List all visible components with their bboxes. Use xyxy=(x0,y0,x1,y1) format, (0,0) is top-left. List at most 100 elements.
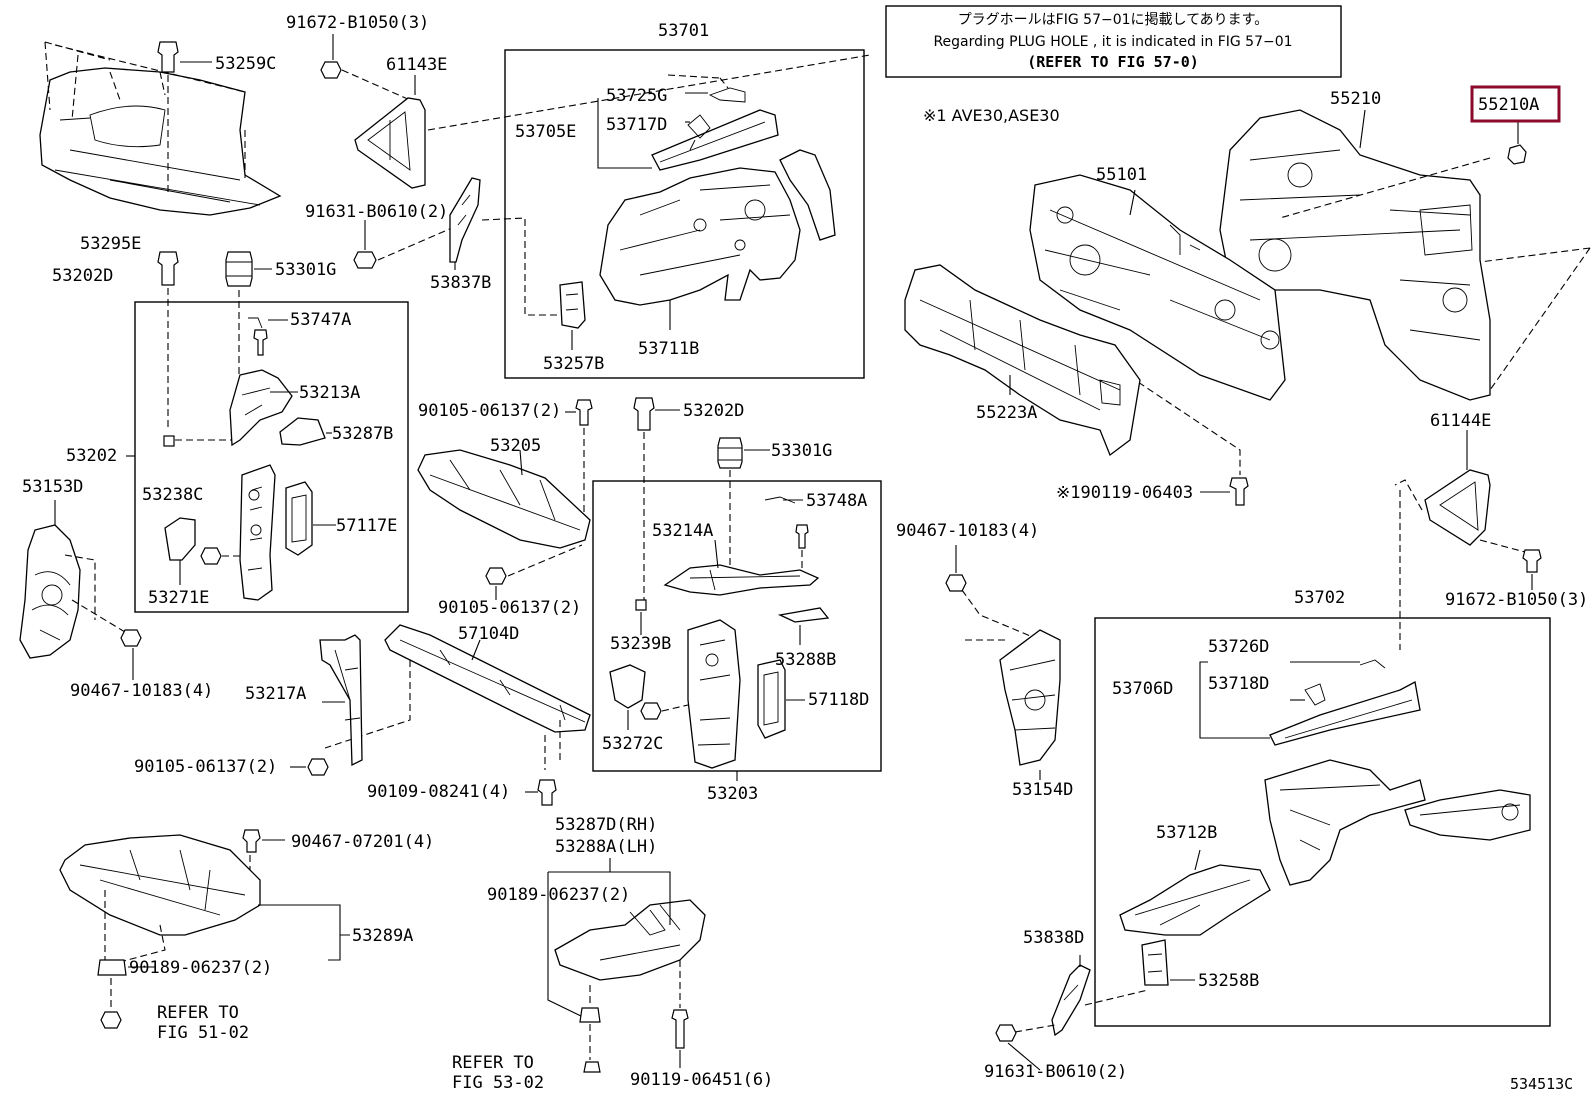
frame-53702 xyxy=(1094,617,1551,1027)
label-55210a: 55210A xyxy=(1478,95,1539,115)
label-refer-fig51-line1: REFER TO xyxy=(157,1003,239,1023)
part-53202d-bolt-left xyxy=(157,251,179,430)
label-53718d: 53718D xyxy=(1208,674,1269,694)
group-53202-parts xyxy=(126,317,336,601)
label-57104d: 57104D xyxy=(458,624,519,644)
label-91631-b0610-bottom: 91631-B0610(2) xyxy=(984,1062,1127,1082)
plug-hole-note: プラグホールはFIG 57−01に掲載してあります。 Regarding PLU… xyxy=(885,5,1342,78)
part-53301g-cushion-mid xyxy=(717,437,770,570)
label-53288b: 53288B xyxy=(775,650,836,670)
label-53748a: 53748A xyxy=(806,491,867,511)
label-90105-06137-a: 90105-06137(2) xyxy=(418,401,561,421)
label-53213a: 53213A xyxy=(299,383,360,403)
part-61143e-bracket xyxy=(320,34,871,189)
label-53747a: 53747A xyxy=(290,310,351,330)
label-53202d-left: 53202D xyxy=(52,266,113,286)
part-55223a-silencer xyxy=(904,264,1141,457)
label-53202: 53202 xyxy=(66,446,117,466)
part-53287d-duct xyxy=(547,858,706,1073)
label-91672-b1050-top: 91672-B1050(3) xyxy=(286,13,429,33)
highlight-box-55210a xyxy=(1470,85,1561,123)
label-53289a: 53289A xyxy=(352,926,413,946)
part-53217a-brace xyxy=(290,634,363,776)
part-53153d-shape xyxy=(19,500,142,680)
label-90189-06237-mid: 90189-06237(2) xyxy=(487,885,630,905)
model-note: ※1 AVE30,ASE30 xyxy=(923,106,1060,125)
label-90467-10183-left: 90467-10183(4) xyxy=(70,681,213,701)
label-61143e: 61143E xyxy=(386,55,447,75)
part-55101-insulator xyxy=(1029,174,1286,475)
labels: 91672-B1050(3) 53259C 61143E 53701 53725… xyxy=(22,13,1588,1093)
label-53706d: 53706D xyxy=(1112,679,1173,699)
part-53259c-clip xyxy=(157,41,212,192)
label-refer-fig53-line2: FIG 53-02 xyxy=(452,1073,544,1093)
label-53712b: 53712B xyxy=(1156,823,1217,843)
label-53301g-left: 53301G xyxy=(275,260,336,280)
label-53726d: 53726D xyxy=(1208,637,1269,657)
label-91672-b1050-right: 91672-B1050(3) xyxy=(1445,590,1588,610)
label-53202d-mid: 53202D xyxy=(683,401,744,421)
label-refer-fig51-line2: FIG 51-02 xyxy=(157,1023,249,1043)
label-91631-b0610-top: 91631-B0610(2) xyxy=(305,202,448,222)
part-90119-06403-bolt xyxy=(1200,477,1249,506)
figure-code: 534513C xyxy=(1510,1075,1573,1093)
label-90119-06403: ※190119-06403 xyxy=(1056,483,1193,503)
label-90119-06451: 90119-06451(6) xyxy=(630,1070,773,1090)
label-53287b: 53287B xyxy=(332,424,393,444)
label-53702: 53702 xyxy=(1294,588,1345,608)
label-55210: 55210 xyxy=(1330,89,1381,109)
group-53702-parts xyxy=(1119,659,1531,986)
label-90105-06137-c: 90105-06137(2) xyxy=(134,757,277,777)
label-90109-08241: 90109-08241(4) xyxy=(367,782,510,802)
part-53202d-bolt-mid xyxy=(633,397,680,600)
label-55223a: 55223A xyxy=(976,403,1037,423)
label-53271e: 53271E xyxy=(148,588,209,608)
group-53203-parts xyxy=(609,496,830,781)
label-53287d: 53287D(RH) xyxy=(555,815,657,835)
label-57117e: 57117E xyxy=(336,516,397,536)
label-55101: 55101 xyxy=(1096,165,1147,185)
label-53288a: 53288A(LH) xyxy=(555,837,657,857)
label-53301g-mid: 53301G xyxy=(771,441,832,461)
label-90467-10183-right: 90467-10183(4) xyxy=(896,521,1039,541)
frame-53701 xyxy=(504,49,865,379)
label-90467-07201: 90467-07201(4) xyxy=(291,832,434,852)
label-53711b: 53711B xyxy=(638,339,699,359)
part-53154d-shape xyxy=(945,545,1061,780)
label-53154d: 53154D xyxy=(1012,780,1073,800)
label-90189-06237-left: 90189-06237(2) xyxy=(129,958,272,978)
part-53289a-undercover xyxy=(59,829,350,1029)
label-53238c: 53238C xyxy=(142,485,203,505)
part-53295e-shape xyxy=(39,41,282,216)
part-55210a-plug xyxy=(1470,85,1561,165)
label-90105-06137-b: 90105-06137(2) xyxy=(438,598,581,618)
label-53239b: 53239B xyxy=(610,634,671,654)
label-61144e: 61144E xyxy=(1430,411,1491,431)
label-53257b: 53257B xyxy=(543,354,604,374)
label-53701: 53701 xyxy=(658,21,709,41)
part-53205-reinforcement xyxy=(417,399,593,600)
label-53205: 53205 xyxy=(490,436,541,456)
label-53203: 53203 xyxy=(707,784,758,804)
label-53838d: 53838D xyxy=(1023,928,1084,948)
label-53258b: 53258B xyxy=(1198,971,1259,991)
label-53272c: 53272C xyxy=(602,734,663,754)
label-53153d: 53153D xyxy=(22,477,83,497)
label-53705e: 53705E xyxy=(515,122,576,142)
label-53725g: 53725G xyxy=(606,86,667,106)
note-line-1: プラグホールはFIG 57−01に掲載してあります。 xyxy=(958,12,1269,28)
group-53701-parts xyxy=(559,74,836,350)
part-61144e-bracket xyxy=(1394,430,1542,650)
label-53295e: 53295E xyxy=(80,234,141,254)
note-line-2: Regarding PLUG HOLE , it is indicated in… xyxy=(933,34,1292,50)
label-refer-fig53-line1: REFER TO xyxy=(452,1053,534,1073)
label-53837b: 53837B xyxy=(430,273,491,293)
part-53301g-cushion-left xyxy=(225,251,272,380)
note-line-3: (REFER TO FIG 57-0) xyxy=(1027,53,1199,71)
part-57104d-support xyxy=(324,624,591,806)
frame-53202 xyxy=(134,301,409,613)
label-53717d: 53717D xyxy=(606,115,667,135)
label-57118d: 57118D xyxy=(808,690,869,710)
label-53214a: 53214A xyxy=(652,521,713,541)
